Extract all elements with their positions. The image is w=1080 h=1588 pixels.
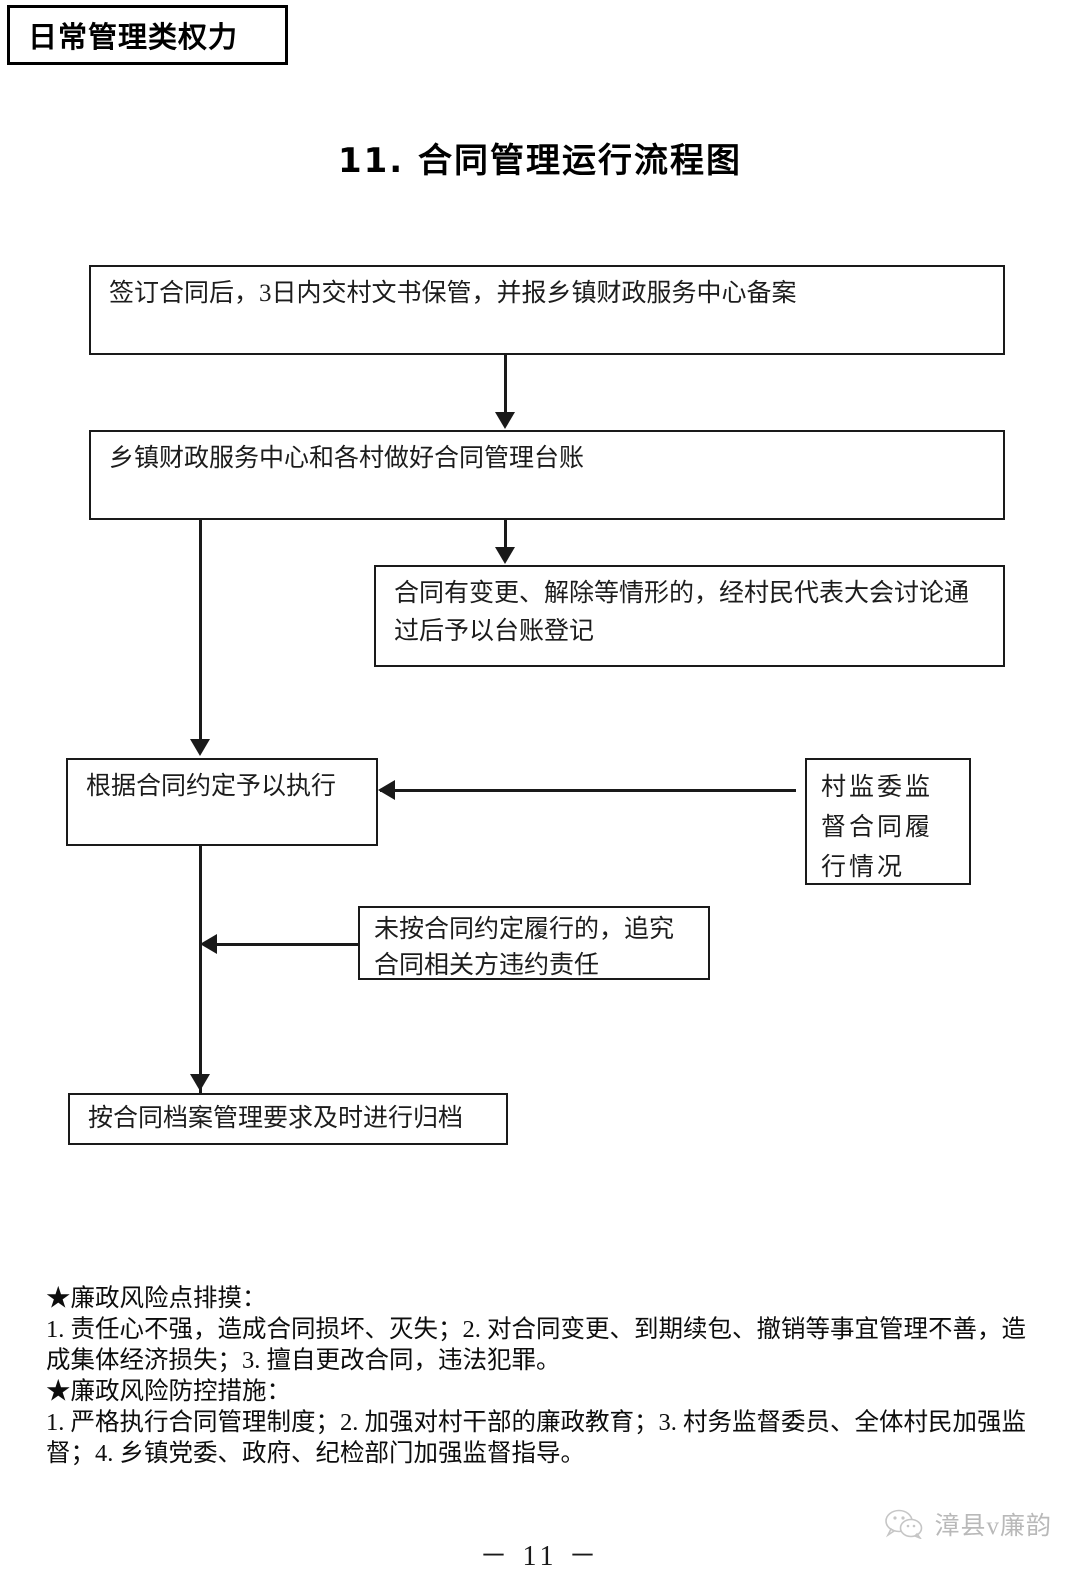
flow-node-ledger: 乡镇财政服务中心和各村做好合同管理台账 bbox=[89, 430, 1005, 520]
arrowhead-left-icon bbox=[200, 934, 217, 954]
category-tag-box: 日常管理类权力 bbox=[7, 5, 288, 65]
flow-node-contract-change: 合同有变更、解除等情形的，经村民代表大会讨论通过后予以台账登记 bbox=[374, 565, 1005, 667]
arrowhead-left-icon bbox=[378, 780, 395, 800]
connector-n6-trunk bbox=[210, 943, 360, 946]
flowchart: 签订合同后，3日内交村文书保管，并报乡镇财政服务中心备案 乡镇财政服务中心和各村… bbox=[66, 265, 1005, 1145]
arrowhead-down-icon bbox=[495, 412, 515, 429]
page-title: 11. 合同管理运行流程图 bbox=[337, 141, 743, 181]
wechat-icon bbox=[884, 1509, 924, 1539]
arrowhead-down-icon bbox=[190, 739, 210, 756]
watermark-label: 漳县v廉韵 bbox=[934, 1513, 1052, 1540]
flow-node-supervision: 村监委监督合同履行情况 bbox=[805, 758, 971, 885]
notes-section: ★廉政风险点排摸： 1. 责任心不强，造成合同损坏、灭失；2. 对合同变更、到期… bbox=[46, 1283, 1046, 1469]
control-measures-heading: ★廉政风险防控措施： bbox=[46, 1378, 291, 1405]
risk-points-body: 1. 责任心不强，造成合同损坏、灭失；2. 对合同变更、到期续包、撤销等事宜管理… bbox=[46, 1316, 1026, 1374]
flow-node-execute-contract: 根据合同约定予以执行 bbox=[66, 758, 378, 846]
flow-node-breach-liability: 未按合同约定履行的，追究合同相关方违约责任 bbox=[358, 906, 710, 980]
connector-n1-n2 bbox=[504, 355, 507, 413]
connector-n2-n3 bbox=[504, 520, 507, 548]
connector-n2-n4 bbox=[199, 520, 202, 740]
arrowhead-down-icon bbox=[495, 547, 515, 564]
category-tag-label: 日常管理类权力 bbox=[28, 20, 239, 54]
control-measures-body: 1. 严格执行合同管理制度；2. 加强对村干部的廉政教育；3. 村务监督委员、全… bbox=[46, 1409, 1026, 1467]
flow-node-sign-contract: 签订合同后，3日内交村文书保管，并报乡镇财政服务中心备案 bbox=[89, 265, 1005, 355]
wechat-watermark: 漳县v廉韵 bbox=[884, 1506, 1052, 1542]
page-number: － 11 － bbox=[479, 1541, 601, 1572]
arrowhead-down-icon bbox=[190, 1074, 210, 1091]
risk-points-heading: ★廉政风险点排摸： bbox=[46, 1285, 267, 1312]
flow-node-archive: 按合同档案管理要求及时进行归档 bbox=[68, 1093, 508, 1145]
connector-n5-n4 bbox=[380, 789, 796, 792]
connector-n4-n7 bbox=[199, 846, 202, 1093]
